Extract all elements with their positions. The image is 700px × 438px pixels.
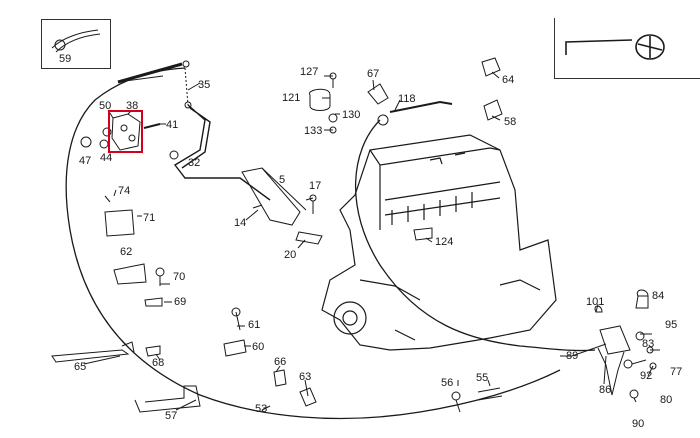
- callout-56: 56: [441, 377, 454, 389]
- callout-20: 20: [284, 249, 297, 261]
- callout-14: 14: [234, 217, 247, 229]
- engine-block: [321, 134, 557, 351]
- accelerator-pedal: [241, 167, 307, 226]
- linkage-rod: [173, 104, 271, 201]
- callout-84: 84: [652, 290, 665, 302]
- callout-55: 55: [476, 372, 489, 384]
- clip-inset-frame: [41, 19, 111, 69]
- callout-59: 59: [59, 53, 72, 65]
- callout-64: 64: [502, 74, 515, 86]
- callout-121: 121: [282, 92, 301, 104]
- callout-77: 77: [670, 366, 683, 378]
- callout-86: 86: [599, 384, 612, 396]
- callout-92: 92: [640, 370, 653, 382]
- accelerator-cable: [354, 119, 596, 352]
- legend-inset-frame: [554, 18, 700, 79]
- callout-32: 32: [188, 157, 201, 169]
- callout-95: 95: [665, 319, 678, 331]
- callout-130: 130: [342, 109, 361, 121]
- callout-66: 66: [274, 356, 287, 368]
- callout-58: 58: [504, 116, 517, 128]
- callout-65: 65: [74, 361, 87, 373]
- callout-71: 71: [143, 212, 156, 224]
- callout-5: 5: [279, 174, 286, 186]
- callout-68: 68: [152, 357, 165, 369]
- callout-90: 90: [632, 418, 645, 430]
- callout-63: 63: [299, 371, 312, 383]
- cable-clip-icon: [51, 29, 101, 53]
- callout-57: 57: [165, 410, 178, 422]
- callout-83: 83: [642, 338, 655, 350]
- callout-44: 44: [100, 152, 113, 164]
- callout-101: 101: [586, 296, 605, 308]
- steering-wheel-icon: [565, 34, 665, 60]
- throttle-cable: [65, 67, 561, 420]
- callout-70: 70: [173, 271, 186, 283]
- callout-47: 47: [79, 155, 92, 167]
- callout-80: 80: [660, 394, 673, 406]
- callout-53: 53: [255, 403, 268, 415]
- callout-89: 89: [566, 350, 579, 362]
- callout-35: 35: [198, 79, 211, 91]
- callout-124: 124: [435, 236, 454, 248]
- callout-127: 127: [300, 66, 319, 78]
- callout-67: 67: [367, 68, 380, 80]
- callout-62: 62: [120, 246, 133, 258]
- callout-61: 61: [248, 319, 261, 331]
- callout-69: 69: [174, 296, 187, 308]
- callout-50: 50: [99, 100, 112, 112]
- callout-17: 17: [309, 180, 322, 192]
- highlighted-part-frame: [108, 110, 143, 153]
- callout-38: 38: [126, 100, 139, 112]
- callout-41: 41: [166, 119, 179, 131]
- callout-74: 74: [118, 185, 131, 197]
- callout-133: 133: [304, 125, 323, 137]
- callout-60: 60: [252, 341, 265, 353]
- callout-118: 118: [398, 93, 416, 105]
